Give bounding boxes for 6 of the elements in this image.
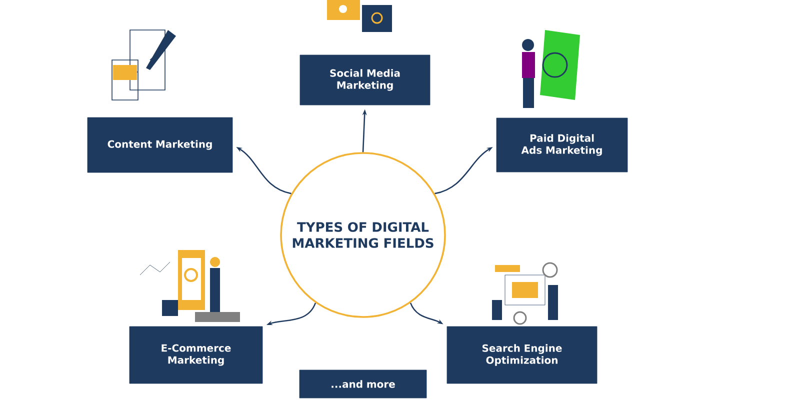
field-box: E-Commerce Marketing — [129, 326, 263, 384]
field-box: ...and more — [299, 370, 427, 398]
field-box: Paid Digital Ads Marketing — [496, 118, 628, 172]
field-box: Search Engine Optimization — [446, 326, 598, 384]
field-box: Social Media Marketing — [300, 54, 430, 106]
field-box: Content Marketing — [87, 117, 233, 173]
